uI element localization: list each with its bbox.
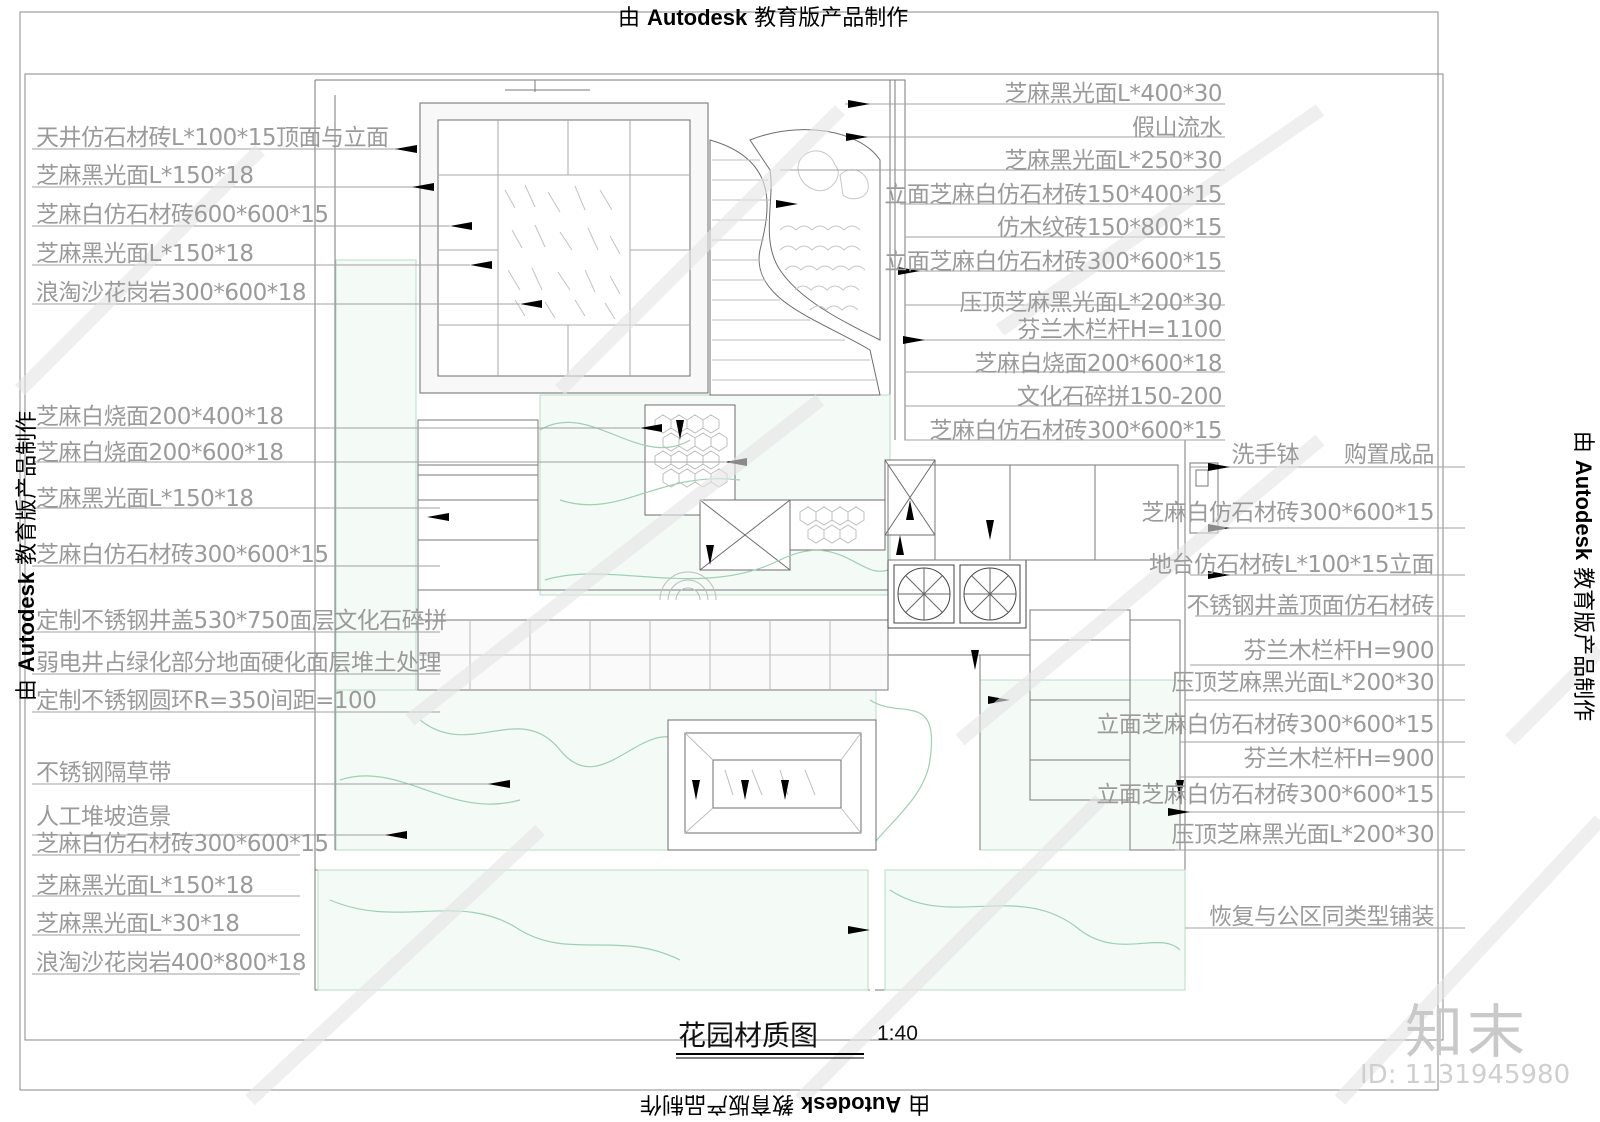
right-label: 压顶芝麻黑光面L*200*30 <box>1171 822 1435 848</box>
stamp-suffix: 教育版产品制作 <box>754 6 909 31</box>
left-label: 定制不锈钢井盖530*750面层文化石碎拼 <box>36 608 447 634</box>
right-label: 立面芝麻白仿石材砖300*600*15 <box>884 249 1222 275</box>
autodesk-stamp-right: 由 Autodesk 教育版产品制作 <box>1569 411 1600 741</box>
title-underline <box>676 1053 864 1059</box>
left-label: 不锈钢隔草带 <box>36 760 172 786</box>
lower-planter <box>667 719 877 851</box>
left-label: 弱电井占绿化部分地面硬化面层堆土处理 <box>36 650 442 676</box>
right-paving <box>887 462 1219 851</box>
upper-pond-box <box>419 102 709 394</box>
right-label: 立面芝麻白仿石材砖150*400*15 <box>884 182 1222 208</box>
right-label: 芬兰木栏杆H=1100 <box>1017 317 1222 343</box>
rockery-waterfall <box>709 129 881 396</box>
right-label: 立面芝麻白仿石材砖300*600*15 <box>1096 782 1434 808</box>
right-label: 文化石碎拼150-200 <box>1016 384 1223 410</box>
diagonal-watermarks <box>15 104 1600 1106</box>
right-label: 恢复与公区同类型铺装 <box>1209 904 1435 930</box>
drawing-title: 花园材质图 <box>678 1019 819 1052</box>
left-label: 天井仿石材砖L*100*15顶面与立面 <box>36 125 389 151</box>
stamp-brand: Autodesk <box>801 1092 902 1117</box>
watermark-logo: 知末 <box>1405 998 1530 1066</box>
stamp-brand: Autodesk <box>1571 459 1596 561</box>
left-label: 芝麻白仿石材砖600*600*15 <box>36 202 329 228</box>
right-label: 不锈钢井盖顶面仿石材砖 <box>1186 593 1435 619</box>
right-label: 立面芝麻白仿石材砖300*600*15 <box>1096 712 1434 738</box>
right-label: 仿木纹砖150*800*15 <box>996 215 1223 241</box>
stamp-suffix: 教育版产品制作 <box>640 1091 795 1116</box>
right-label: 假山流水 <box>1132 115 1223 141</box>
left-label: 芝麻白烧面200*600*18 <box>36 440 284 466</box>
left-label: 浪淘沙花岗岩300*600*18 <box>36 280 307 306</box>
left-label: 人工堆坡造景 <box>36 804 172 830</box>
stepping-pads <box>644 404 936 601</box>
left-label: 芝麻黑光面L*150*18 <box>36 241 254 267</box>
stamp-suffix: 教育版产品制作 <box>1570 567 1595 722</box>
left-label: 芝麻白仿石材砖300*600*15 <box>36 831 329 857</box>
left-label: 芝麻黑光面L*150*18 <box>36 163 254 189</box>
leader-arrows <box>385 100 1230 934</box>
inner-frame <box>24 73 1444 1041</box>
right-label: 地台仿石材砖L*100*15立面 <box>1149 552 1434 578</box>
right-label: 洗手钵 购置成品 <box>1231 442 1435 468</box>
left-label: 芝麻白烧面200*400*18 <box>36 404 284 430</box>
right-label: 压顶芝麻黑光面L*200*30 <box>1171 670 1435 696</box>
right-label: 芝麻黑光面L*250*30 <box>1004 148 1223 174</box>
right-label: 芝麻黑光面L*400*30 <box>1004 81 1223 107</box>
left-label: 浪淘沙花岗岩400*800*18 <box>36 950 307 976</box>
stamp-brand: Autodesk <box>647 5 748 30</box>
watermark-id: ID: 1131945980 <box>1360 1060 1571 1090</box>
left-label: 芝麻黑光面L*150*18 <box>36 873 254 899</box>
ac-units <box>887 559 1027 629</box>
outer-frame <box>19 11 1439 1091</box>
right-label: 芝麻白烧面200*600*18 <box>974 351 1222 377</box>
left-label: 芝麻黑光面L*150*18 <box>36 486 254 512</box>
right-label: 压顶芝麻黑光面L*200*30 <box>959 290 1223 316</box>
right-label: 芬兰木栏杆H=900 <box>1243 638 1435 664</box>
left-label: 芝麻黑光面L*30*18 <box>36 911 240 937</box>
right-label: 芬兰木栏杆H=900 <box>1243 746 1435 772</box>
left-label: 定制不锈钢圆环R=350间距=100 <box>36 688 377 714</box>
right-label: 芝麻白仿石材砖300*600*15 <box>1141 500 1434 526</box>
stamp-prefix: 由 <box>1570 430 1595 453</box>
stamp-prefix: 由 <box>618 6 641 31</box>
stamp-prefix: 由 <box>908 1091 931 1116</box>
drawing-scale: 1:40 <box>877 1022 918 1045</box>
right-label: 芝麻白仿石材砖300*600*15 <box>929 418 1222 444</box>
autodesk-stamp-top: 由 Autodesk 教育版产品制作 <box>618 0 908 32</box>
autodesk-stamp-bottom: 由 Autodesk 教育版产品制作 <box>640 1090 930 1122</box>
left-label: 芝麻白仿石材砖300*600*15 <box>36 542 329 568</box>
